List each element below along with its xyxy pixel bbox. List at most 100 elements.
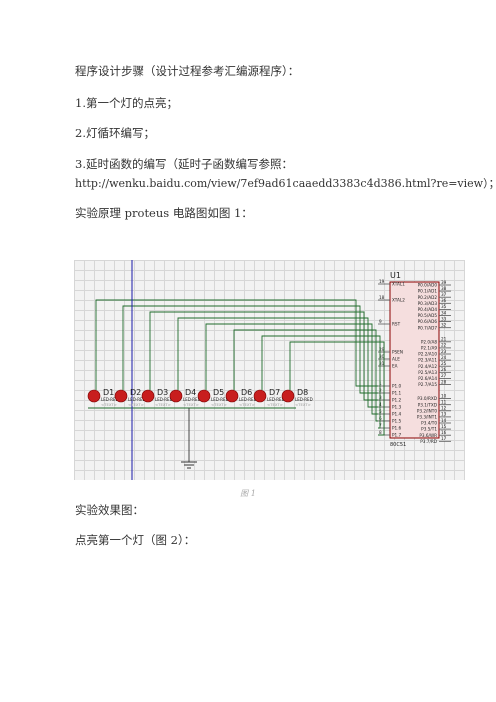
led-tag: <TEXT> — [101, 402, 117, 407]
chip-pin-name: P0.5/AD5 — [418, 313, 438, 318]
led-ref: D6 — [241, 388, 252, 397]
led-tag: <TEXT> — [128, 402, 144, 407]
chip-pin-name: PSEN — [392, 350, 403, 355]
led-wire — [261, 335, 381, 429]
chip-pin-name: P2.6/A14 — [418, 376, 437, 381]
chip-pin-name: P3.3/INT1 — [417, 415, 438, 420]
chip-pin-name: P3.6/WR — [419, 433, 437, 438]
led-ref: D8 — [297, 388, 308, 397]
chip-pin-name: P3.5/T1 — [421, 427, 437, 432]
led-ref: D7 — [269, 388, 280, 397]
chip-pin-number: 16 — [441, 430, 447, 435]
led-indicator — [253, 389, 267, 403]
led-ref: D1 — [103, 388, 114, 397]
chip-pin-number: 25 — [441, 361, 447, 366]
chip-pin-number: 29 — [379, 347, 385, 352]
led-indicator — [87, 389, 101, 403]
chip-pin-number: 37 — [441, 292, 447, 297]
chip-pin-number: 31 — [379, 361, 385, 366]
led-wire — [122, 305, 378, 394]
chip-pin-number: 8 — [379, 430, 382, 435]
chip-body — [389, 281, 440, 439]
chip-pin-name: P3.2/INT0 — [417, 408, 438, 413]
heading-design-steps: 程序设计步骤（设计过程参考汇编源程序）： — [75, 64, 300, 78]
led-type: LED-RED — [101, 397, 119, 402]
step-3: 3.延时函数的编写（延时子函数编写参照： — [75, 157, 293, 171]
chip-pin-number: 39 — [441, 280, 447, 285]
chip-pin-number: 21 — [441, 337, 447, 342]
chip-pin-name: XTAL1 — [392, 282, 405, 287]
chip-pin-number: 38 — [441, 286, 447, 291]
led-indicator — [225, 389, 239, 403]
chip-part: 80C51 — [390, 442, 406, 448]
chip-pin-number: 24 — [441, 355, 447, 360]
led-ref: D3 — [157, 388, 168, 397]
chip-ref: U1 — [390, 271, 401, 280]
chip-pin-number: 26 — [441, 367, 447, 372]
led-type: LED-RED — [211, 397, 229, 402]
led-tag: <TEXT> — [267, 402, 283, 407]
chip-pin-name: P3.0/RXD — [417, 396, 437, 401]
chip-pin-number: 11 — [441, 400, 447, 405]
chip-pin-number: 28 — [441, 379, 447, 384]
chip-pin-number: 34 — [441, 310, 447, 315]
chip-pin-name: P1.5 — [392, 419, 402, 424]
chip-pin-name: P0.4/AD4 — [418, 307, 438, 312]
chip-pin-name: P2.7/A15 — [418, 382, 437, 387]
chip-pin-number: 12 — [441, 406, 447, 411]
chip-pin-number: 6 — [379, 416, 382, 421]
led-wire — [177, 317, 378, 408]
led-tag: <TEXT> — [183, 402, 199, 407]
chip-pin-name: P3.1/TXD — [418, 402, 437, 407]
chip-pin-name: P3.7/RD — [420, 439, 437, 444]
chip-pin-name: P0.0/AD0 — [418, 283, 438, 288]
chip-pin-name: P0.7/AD7 — [418, 325, 438, 330]
led-tag: <TEXT> — [239, 402, 255, 407]
led-ref: D5 — [213, 388, 224, 397]
chip-pin-name: EA — [392, 364, 398, 369]
chip-pin-number: 23 — [441, 349, 447, 354]
chip-pin-name: P0.6/AD6 — [418, 319, 438, 324]
chip-pin-number: 15 — [441, 424, 447, 429]
result-heading: 实验效果图： — [75, 503, 144, 517]
chip-pin-number: 5 — [379, 409, 382, 414]
chip-pin-number: 1 — [379, 381, 382, 386]
led-wire — [289, 341, 385, 436]
led-type: LED-RED — [267, 397, 285, 402]
figure-caption: 图 1 — [240, 489, 256, 498]
chip-pin-number: 9 — [379, 319, 382, 324]
chip-pin-name: P0.3/AD3 — [418, 301, 438, 306]
led-type: LED-RED — [295, 397, 313, 402]
led-indicator — [281, 389, 295, 403]
chip-pin-number: 10 — [441, 393, 447, 398]
led-type: LED-RED — [155, 397, 173, 402]
chip-pin-name: P0.1/AD1 — [418, 289, 438, 294]
step-2: 2.灯循环编写； — [75, 126, 155, 140]
chip-pin-name: XTAL2 — [392, 298, 405, 303]
led-tag: <TEXT> — [295, 402, 311, 407]
led-type: LED-RED — [183, 397, 201, 402]
reference-link[interactable]: http://wenku.baidu.com/view/7ef9ad61caae… — [75, 177, 496, 190]
chip-pin-name: P1.0 — [392, 384, 402, 389]
chip-pin-name: P2.5/A13 — [418, 370, 437, 375]
chip-pin-name: P2.3/A11 — [418, 358, 437, 363]
chip-pin-number: 2 — [379, 388, 382, 393]
chip-pin-name: P2.1/A9 — [421, 346, 437, 351]
circuit-intro: 实验原理 proteus 电路图如图 1： — [75, 206, 253, 220]
chip-pin-number: 3 — [379, 395, 382, 400]
chip-pin-name: P2.0/A8 — [421, 339, 437, 344]
chip-pin-name: P1.2 — [392, 398, 402, 403]
first-led-heading: 点亮第一个灯（图 2）： — [75, 533, 196, 547]
led-tag: <TEXT> — [155, 402, 171, 407]
chip-pin-name: P3.4/T0 — [421, 421, 437, 426]
led-type: LED-RED — [128, 397, 146, 402]
chip-pin-number: 33 — [441, 316, 447, 321]
chip-pin-number: 18 — [379, 295, 385, 300]
chip-pin-name: P2.2/A10 — [418, 352, 437, 357]
step-1: 1.第一个灯的点亮； — [75, 96, 178, 110]
led-wire — [205, 323, 378, 415]
led-tag: <TEXT> — [211, 402, 227, 407]
chip-pin-number: 13 — [441, 412, 447, 417]
chip-pin-name: P1.3 — [392, 405, 402, 410]
